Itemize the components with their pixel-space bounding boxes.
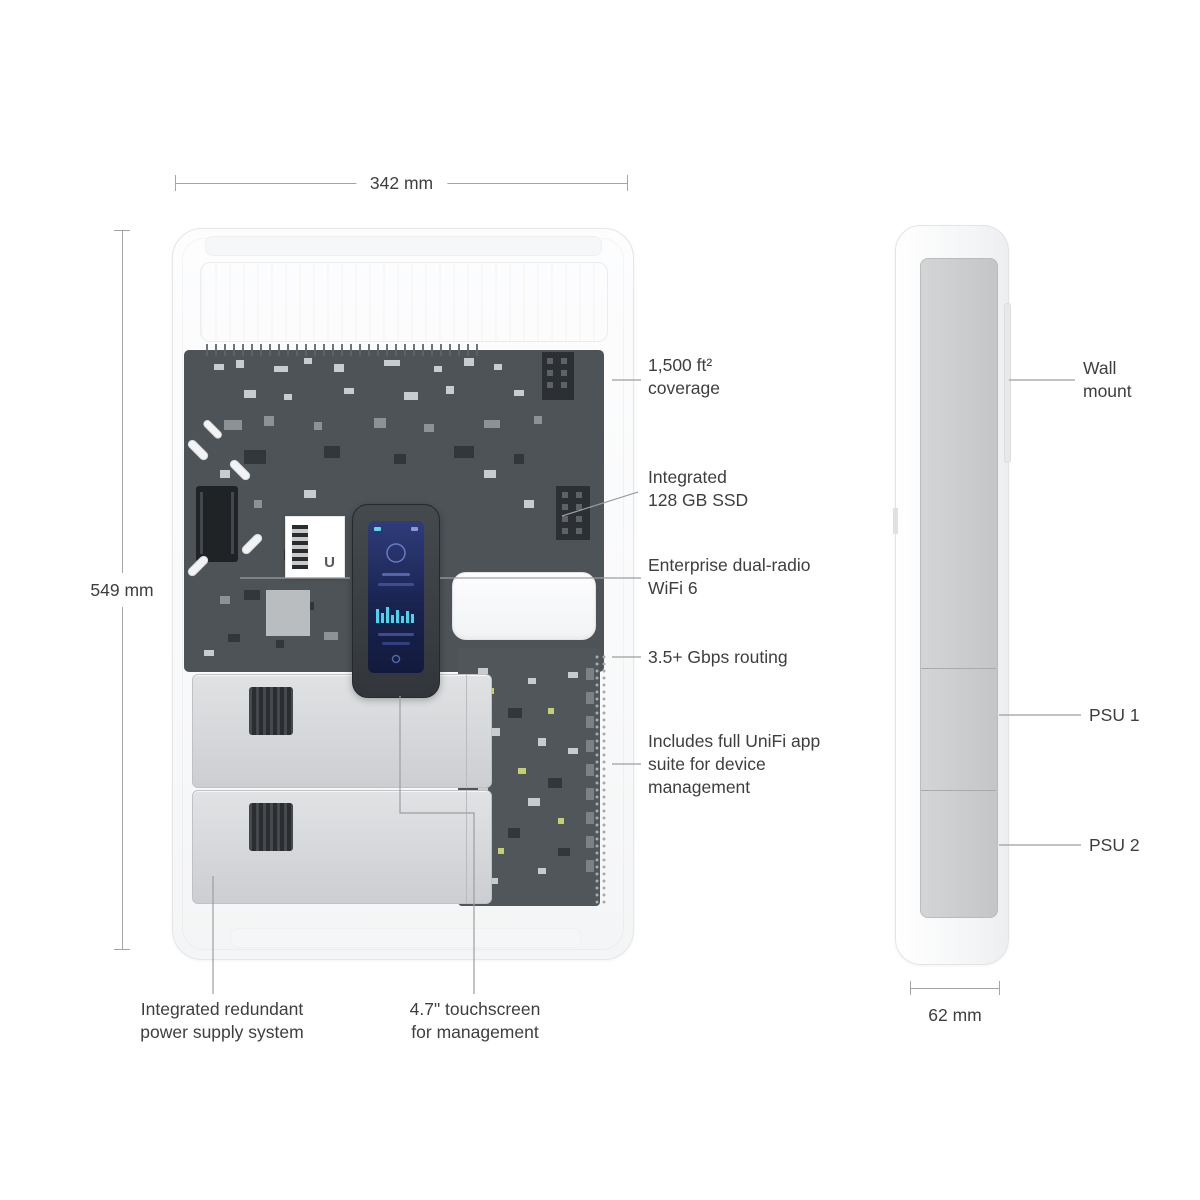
board-chips-dark xyxy=(228,446,524,648)
touchscreen-display xyxy=(368,521,424,673)
callout-routing: 3.5+ Gbps routing xyxy=(648,647,788,667)
height-dimension-label: 549 mm xyxy=(86,573,158,607)
callout-touchscreen: 4.7" touchscreen for management xyxy=(409,999,541,1042)
callout-app-suite: Includes full UniFi app suite for device… xyxy=(648,731,821,797)
width-dimension: 342 mm xyxy=(175,168,628,198)
side-shell xyxy=(895,225,1009,965)
secondary-pads-light xyxy=(478,668,578,884)
psu1-connector xyxy=(249,687,293,735)
side-face-panel xyxy=(920,258,998,918)
callout-wall-mount: Wall mount xyxy=(1083,358,1132,401)
dimension-tick xyxy=(175,175,176,191)
callout-psu2: PSU 2 xyxy=(1089,835,1140,855)
callout-psu1: PSU 1 xyxy=(1089,705,1140,725)
psu2-divider xyxy=(921,790,996,791)
depth-dimension: 62 mm xyxy=(910,978,1000,1026)
secondary-board-base xyxy=(458,648,600,906)
antenna-connectors xyxy=(187,420,263,577)
psu2-connector xyxy=(249,803,293,851)
wall-mount-tab xyxy=(1004,303,1011,463)
dimension-tick xyxy=(910,981,911,995)
dimension-tick xyxy=(999,981,1000,995)
dimension-tick xyxy=(627,175,628,191)
dimension-tick xyxy=(114,949,130,950)
secondary-edge-pads xyxy=(586,668,594,872)
leader-ssd xyxy=(561,491,639,517)
io-connector-blocks xyxy=(542,352,590,540)
callout-coverage: 1,500 ft² coverage xyxy=(648,355,720,398)
board-edge-pins xyxy=(206,344,478,356)
touchscreen-module xyxy=(352,504,440,698)
antenna-cover-bar xyxy=(200,262,608,342)
board-pads-light xyxy=(204,358,534,656)
port-cover xyxy=(452,572,596,640)
dimension-tick xyxy=(114,230,130,231)
psu1-module xyxy=(192,674,492,788)
psu2-module xyxy=(192,790,492,904)
top-mount-plate xyxy=(205,236,602,256)
side-slot-notch xyxy=(893,508,898,534)
touchscreen-ui xyxy=(374,527,418,664)
psu1-divider xyxy=(921,668,996,669)
secondary-components-green xyxy=(488,688,564,854)
main-board xyxy=(184,350,604,672)
screen-home-icon xyxy=(391,654,401,664)
main-board-base xyxy=(184,350,604,672)
screen-chart-bars xyxy=(376,607,414,623)
secondary-board xyxy=(458,648,600,906)
callout-wifi: Enterprise dual-radio WiFi 6 xyxy=(648,555,811,598)
processor-chip xyxy=(196,486,238,562)
bottom-mount-plate xyxy=(230,928,582,948)
processor-pins xyxy=(200,492,234,554)
height-dimension: 549 mm xyxy=(86,230,158,950)
device-shell xyxy=(172,228,634,960)
callout-psu-system: Integrated redundant power supply system xyxy=(140,999,304,1042)
shield-can xyxy=(266,590,310,636)
screen-dial-icon xyxy=(386,543,406,563)
secondary-chips-dark xyxy=(478,708,570,856)
chip-heatsink-comb xyxy=(292,525,308,569)
width-dimension-label: 342 mm xyxy=(355,172,448,194)
logo-chip-module: U xyxy=(285,516,345,578)
vent-perforation-strip xyxy=(594,654,608,906)
leader-touchscreen xyxy=(399,696,475,994)
brand-logo-mark: U xyxy=(324,554,335,571)
board-pads-mid xyxy=(220,416,542,640)
depth-dimension-label: 62 mm xyxy=(928,1004,982,1026)
dimension-line xyxy=(910,988,1000,989)
io-connector-pins xyxy=(547,358,582,534)
callout-ssd: Integrated 128 GB SSD xyxy=(648,467,749,510)
